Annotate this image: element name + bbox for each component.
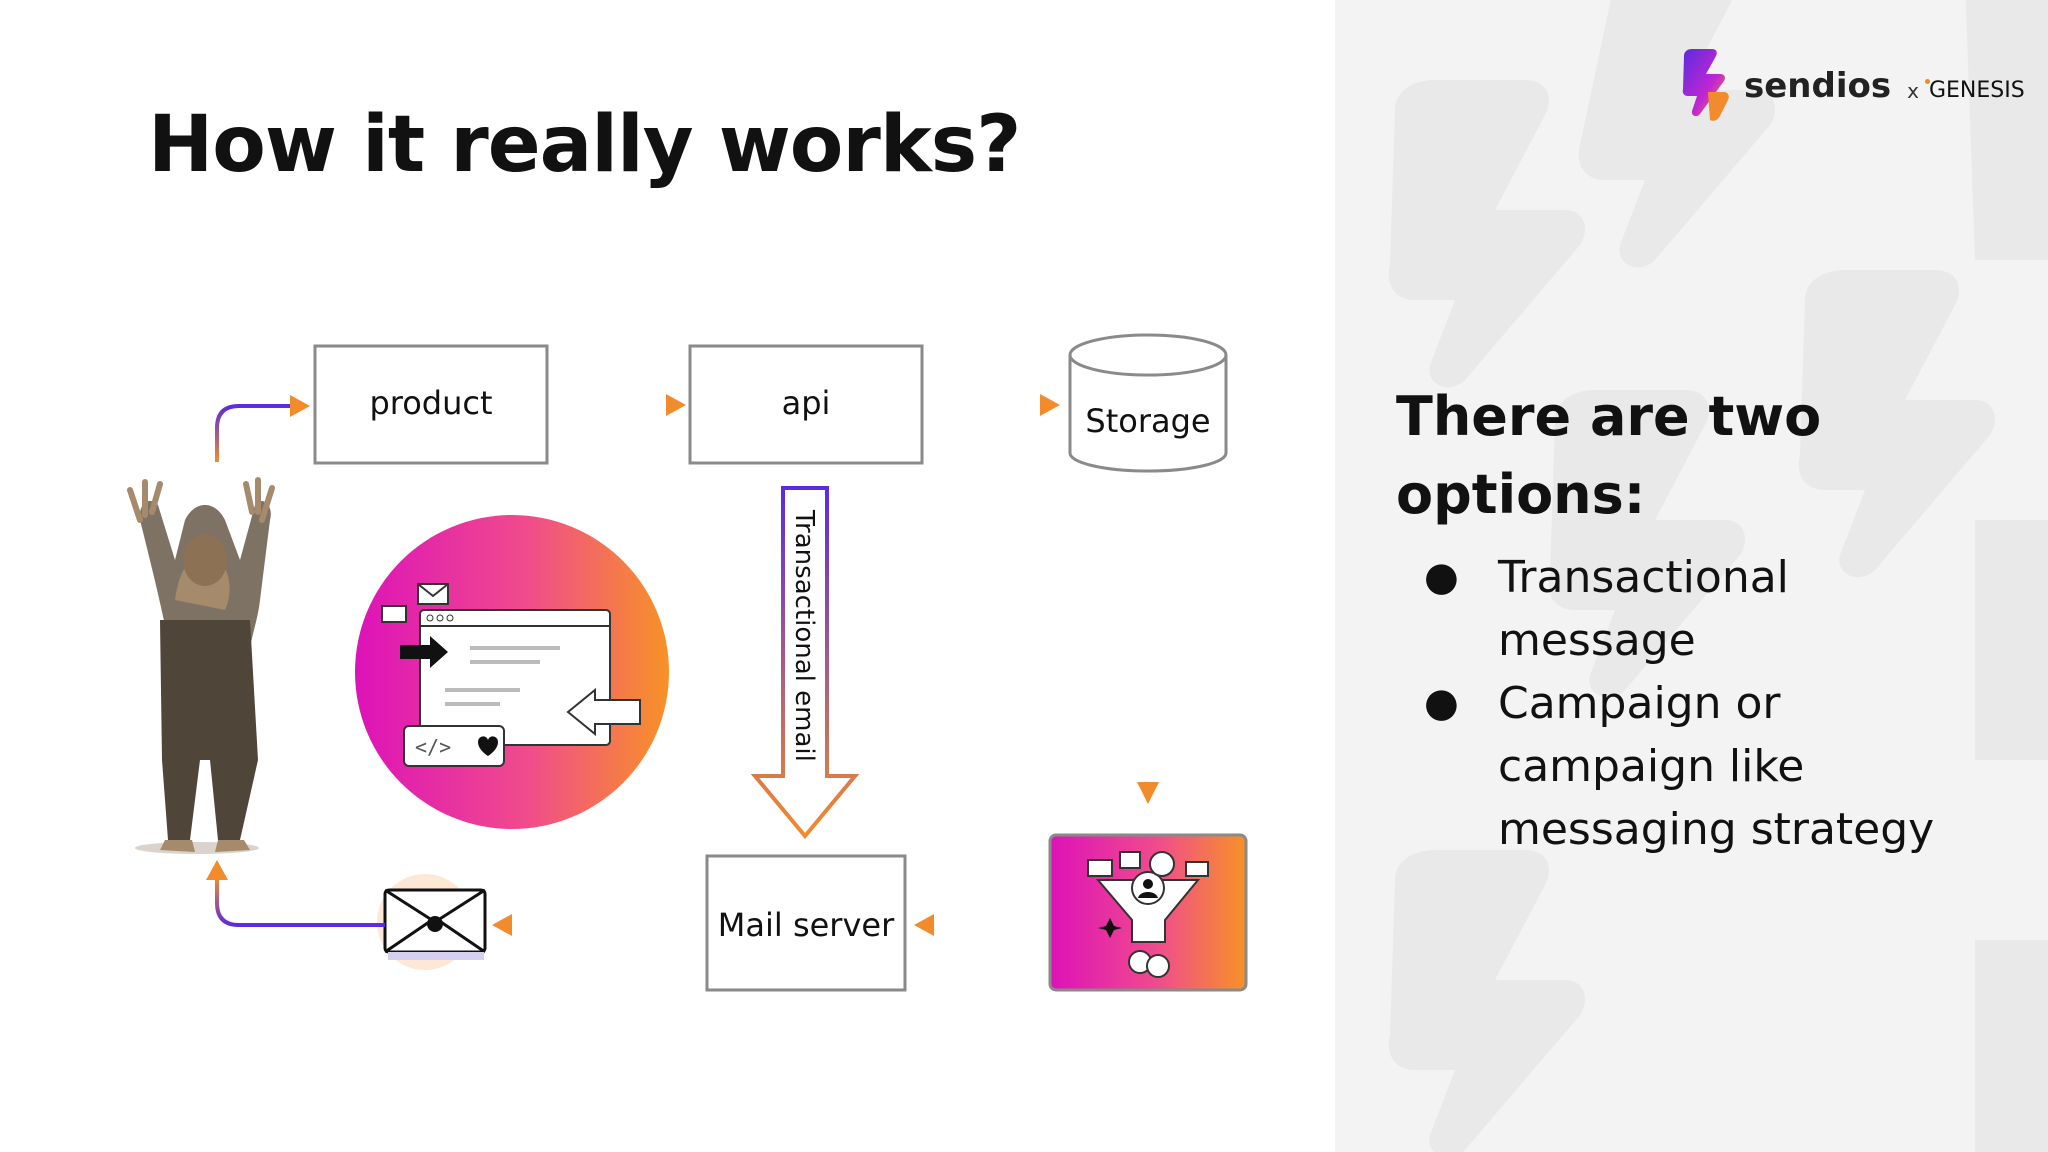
options-list: ● Transactional message ● Campaign or ca… bbox=[1396, 546, 1996, 861]
partner-name: GENESIS bbox=[1924, 77, 2025, 103]
logo-separator: x bbox=[1907, 79, 1919, 103]
web-email-illustration: </> bbox=[355, 515, 669, 829]
option-text: Campaign or campaign like messaging stra… bbox=[1498, 678, 1935, 855]
flow-diagram: product api Storage Transactional email … bbox=[127, 333, 1248, 992]
api-label: api bbox=[782, 384, 831, 422]
transactional-email-arrow: Transactional email bbox=[750, 486, 860, 840]
slide-title: How it really works? bbox=[148, 100, 1021, 190]
product-label: product bbox=[369, 384, 492, 422]
arrow-storage-to-funnel bbox=[1137, 472, 1159, 804]
envelope-icon bbox=[377, 874, 487, 970]
storage-node: Storage bbox=[1068, 333, 1228, 473]
right-panel bbox=[1335, 0, 2048, 1152]
arrow-api-to-storage bbox=[922, 394, 1060, 416]
arrow-product-to-api bbox=[547, 394, 686, 416]
arrow-mail-server-to-envelope bbox=[492, 914, 707, 936]
mail-server-label: Mail server bbox=[718, 906, 895, 944]
character-illustration bbox=[127, 477, 275, 854]
brand-logo: sendios x GENESIS bbox=[1678, 46, 2025, 126]
arrow-character-to-product bbox=[215, 395, 310, 462]
product-node: product bbox=[313, 344, 549, 465]
brand-name: sendios bbox=[1744, 66, 1892, 106]
list-item: ● Transactional message bbox=[1396, 546, 1996, 672]
transactional-email-label: Transactional email bbox=[789, 509, 819, 762]
bullet: ● bbox=[1424, 554, 1459, 600]
storage-label: Storage bbox=[1085, 402, 1210, 440]
background-pattern bbox=[1388, 0, 2048, 1152]
list-item: ● Campaign or campaign like messaging st… bbox=[1396, 672, 1996, 861]
arrow-funnel-to-mail-server bbox=[914, 914, 1048, 936]
arrow-envelope-to-character bbox=[206, 860, 385, 927]
options-panel: There are two options: ● Transactional m… bbox=[1396, 378, 1996, 861]
mail-server-node: Mail server bbox=[705, 854, 907, 992]
funnel-illustration bbox=[1048, 833, 1248, 992]
sendios-logo-icon bbox=[1682, 49, 1729, 121]
bullet: ● bbox=[1424, 680, 1459, 726]
options-heading: There are two options: bbox=[1396, 385, 1822, 526]
option-text: Transactional message bbox=[1498, 552, 1789, 666]
svg-text:</>: </> bbox=[415, 735, 451, 759]
api-node: api bbox=[688, 344, 924, 465]
